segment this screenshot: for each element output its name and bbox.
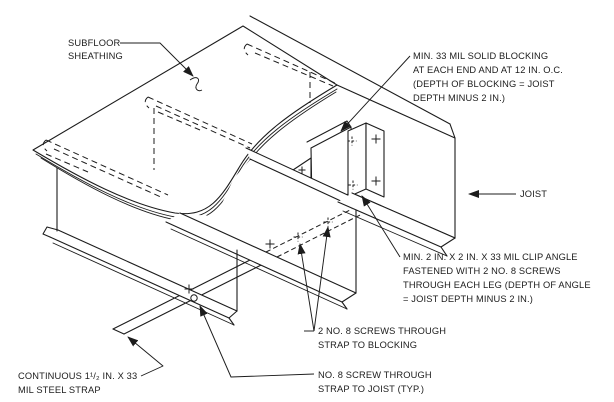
label-line: 2 NO. 8 SCREWS THROUGH bbox=[318, 326, 446, 336]
label-strap-blocking-screws: 2 NO. 8 SCREWS THROUGH STRAP TO BLOCKING bbox=[318, 326, 446, 350]
leader-clip-angle bbox=[361, 195, 401, 258]
label-line: STRAP TO JOIST (TYP.) bbox=[318, 384, 424, 394]
label-joist: JOIST bbox=[520, 189, 547, 199]
leader-strap-blocking-2 bbox=[313, 226, 331, 332]
label-clip-angle: MIN. 2 IN. X 2 IN. X 33 MIL CLIP ANGLE F… bbox=[403, 252, 591, 304]
label-line: CONTINUOUS 1¹/₂ IN. X 33 bbox=[18, 371, 137, 381]
label-line: STRAP TO BLOCKING bbox=[318, 340, 417, 350]
label-line: (DEPTH OF BLOCKING = JOIST bbox=[413, 79, 555, 89]
label-steel-strap: CONTINUOUS 1¹/₂ IN. X 33 MIL STEEL STRAP bbox=[18, 371, 137, 395]
label-line: DEPTH MINUS 2 IN.) bbox=[413, 93, 505, 103]
leader-blocking bbox=[340, 55, 411, 132]
label-line: FASTENED WITH 2 NO. 8 SCREWS bbox=[403, 266, 561, 276]
leader-strap-blocking-1 bbox=[297, 243, 315, 332]
hidden-joist-lines bbox=[42, 43, 336, 199]
leader-lines bbox=[120, 42, 516, 378]
subfloor-sheathing-panel bbox=[32, 25, 338, 222]
label-line: MIN. 33 MIL SOLID BLOCKING bbox=[413, 51, 548, 61]
leader-steel-strap bbox=[127, 336, 164, 377]
label-line: MIL STEEL STRAP bbox=[18, 385, 101, 395]
label-line: SHEATHING bbox=[68, 51, 123, 61]
callout-labels: SUBFLOOR SHEATHING MIN. 33 MIL SOLID BLO… bbox=[18, 38, 591, 395]
screw-symbols bbox=[184, 134, 381, 302]
label-line: = JOIST DEPTH MINUS 2 IN.) bbox=[403, 294, 533, 304]
leader-subfloor bbox=[120, 42, 194, 77]
label-line: SUBFLOOR bbox=[68, 38, 120, 48]
label-line: NO. 8 SCREW THROUGH bbox=[318, 370, 432, 380]
label-strap-joist-screw: NO. 8 SCREW THROUGH STRAP TO JOIST (TYP.… bbox=[318, 370, 432, 394]
break-mark bbox=[189, 77, 203, 92]
joist-middle bbox=[165, 147, 357, 310]
label-subfloor-sheathing: SUBFLOOR SHEATHING bbox=[68, 38, 123, 61]
label-line: MIN. 2 IN. X 2 IN. X 33 MIL CLIP ANGLE bbox=[403, 252, 578, 262]
steel-strap-hidden bbox=[265, 208, 361, 258]
label-line: THROUGH EACH LEG (DEPTH OF ANGLE bbox=[403, 280, 591, 290]
leader-strap-joist bbox=[199, 305, 315, 378]
label-solid-blocking: MIN. 33 MIL SOLID BLOCKING AT EACH END A… bbox=[413, 51, 563, 103]
label-line: AT EACH END AND AT 12 IN. O.C. bbox=[413, 65, 563, 75]
label-line: JOIST bbox=[520, 189, 547, 199]
